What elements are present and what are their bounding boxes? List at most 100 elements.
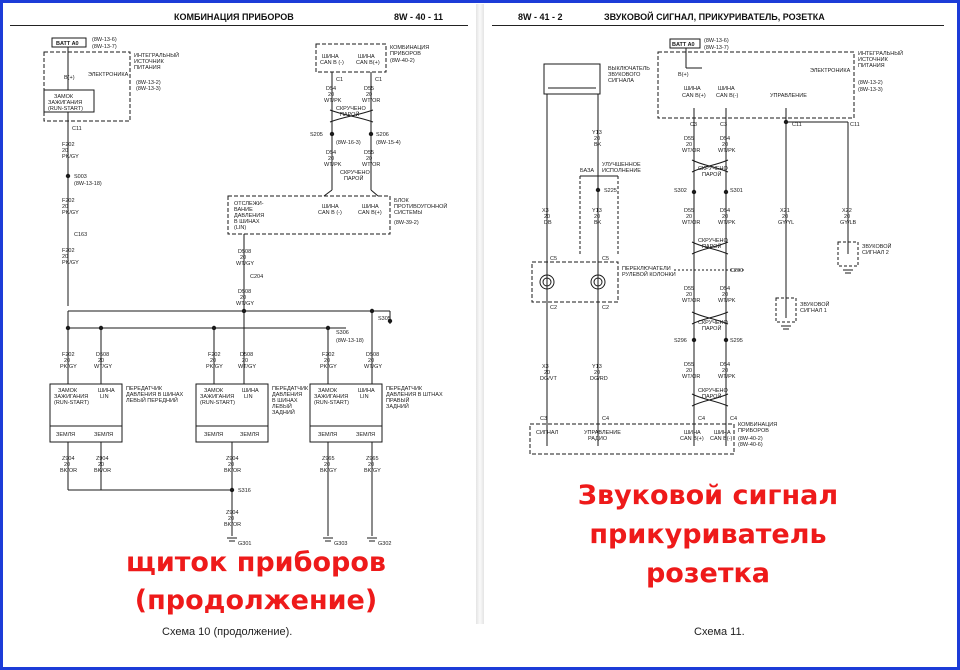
r-c11-a: C11 [792,122,802,128]
tracking-3: ДАВЛЕНИЯ [234,213,264,219]
g302-label: G302 [378,541,391,547]
horn1-1: ЗВУКОВОЙ [800,300,829,308]
r-twist-c-1: СКРУЧЕНО [698,320,729,326]
right-overlay-title-3: розетка [645,558,771,589]
horn-switch-2: ЗВУКОВОГО [608,72,641,78]
r-y13c-1: Y13 [592,364,602,370]
r-c3-b: C3 [720,122,727,128]
r-bus-plus-2: CAN B(+) [680,436,704,442]
horn-switch-1: ВЫКЛЮЧАТЕЛЬ [608,66,650,72]
f202-b-1: F202 [62,198,75,204]
z904-b-1: Z904 [96,456,109,462]
sensor-rl-1: ПЕРЕДАТЧИК [272,386,309,392]
s205-ref: (8W-16-3) [336,140,361,146]
r-s225: S225 [604,188,617,194]
r-y13-a-3: BK [594,142,602,148]
r-batt-ref-1: (8W-13-6) [704,38,729,44]
ign-switch-2: ЗАЖИГАНИЯ [48,100,82,106]
sfl-ign-2: ЗАЖИГАНИЯ [54,394,88,400]
r-improved-2: ИСПОЛНЕНИЕ [602,168,641,174]
r-signal: СИГНАЛ [536,430,559,436]
f202-f-2: 20 [324,358,330,364]
srr-ign-1: ЗАМОК [318,388,338,394]
s306-ref: (8W-13-18) [336,338,364,344]
f202-f-3: PK/GY [320,364,337,370]
left-schematic: BATT A0 (8W-13-6) (8W-13-7) ИНТЕГРАЛЬНЫЙ… [43,37,447,547]
r-d55-c-1: D55 [684,286,694,292]
can-minus-1: ШИНА [322,54,339,60]
tpm-title-1: БЛОК [394,198,409,204]
s206-ref: (8W-15-4) [376,140,401,146]
c11-label: C11 [72,126,82,132]
horn1-2: СИГНАЛ 1 [800,308,827,314]
r-d55-d-3: WT/OR [682,374,700,380]
d55-a-2: 20 [366,92,372,98]
right-page: 8W - 41 - 2 ЗВУКОВОЙ СИГНАЛ, ПРИКУРИВАТЕ… [488,6,948,618]
tracking-1: ОТСЛЕЖИ- [234,201,264,207]
r-s301: S301 [730,188,743,194]
d54-a-1: D54 [326,86,336,92]
ipm-ref-2: (8W-13-3) [136,86,161,92]
r-ipm-ref-2: (8W-13-3) [858,87,883,93]
s305-label: S305 [378,316,391,322]
twisted-b-1: СКРУЧЕНО [340,170,371,176]
z965-a-1: Z965 [322,456,335,462]
d508-e-2: 20 [368,358,374,364]
r-d54-b-3: WT/PK [718,220,736,226]
r-control: УПРАВЛЕНИЕ [770,93,807,99]
d54-a-2: 20 [328,92,334,98]
f202-c-1: F202 [62,248,75,254]
d508-c-2: 20 [98,358,104,364]
r-bus-plus-1: ШИНА [684,430,701,436]
d508-e-1: D508 [366,352,379,358]
can-minus-2: CAN B (-) [320,60,344,66]
right-overlay-title-1: Звуковой сигнал [577,480,839,511]
r-y13-a-2: 20 [594,136,600,142]
ign-switch-1: ЗАМОК [54,94,74,100]
f202-e-1: F202 [208,352,221,358]
cluster-title-2: ПРИБОРОВ [390,51,421,57]
z904-a-3: BK/OR [60,468,77,474]
r-x3b-2: 20 [544,370,550,376]
srl-ign-1: ЗАМОК [204,388,224,394]
d55-b-3: WT/OR [362,162,380,168]
sfl-ign-1: ЗАМОК [58,388,78,394]
r-twist-b-2: ПАРОЙ [702,242,721,250]
d508-d-1: D508 [240,352,253,358]
z904-c-2: 20 [228,462,234,468]
srr-ground-2: ЗЕМЛЯ [356,432,375,438]
tpm-can-minus-2: CAN B (-) [318,210,342,216]
r-d55-c-3: WT/OR [682,298,700,304]
ipm-title-2: ИСТОЧНИК [134,59,165,65]
g303-label: G303 [334,541,347,547]
f202-c-3: PK/GY [62,260,79,266]
d55-a-1: D55 [364,86,374,92]
r-d54-a-1: D54 [720,136,730,142]
sensor-rl-2: ДАВЛЕНИЯ [272,392,302,398]
z904-c-1: Z904 [226,456,239,462]
r-y13-a-1: Y13 [592,130,602,136]
r-y13-b-1: Y13 [592,208,602,214]
z904-c-3: BK/OR [224,468,241,474]
z904-b-2: 20 [98,462,104,468]
sfl-ground-1: ЗЕМЛЯ [56,432,75,438]
sensor-rl-5: ЗАДНИЙ [272,408,295,416]
r-d54-d-2: 20 [722,368,728,374]
sfl-lin-2: LIN [100,394,109,400]
d54-b-1: D54 [326,150,336,156]
tracking-5: (LIN) [234,225,246,231]
s206-label: S206 [376,132,389,138]
ign-switch-3: (RUN-START) [48,106,83,112]
ipm-ref-1: (8W-13-2) [136,80,161,86]
d508-d-2: 20 [242,358,248,364]
left-header-title: КОМБИНАЦИЯ ПРИБОРОВ [174,12,294,22]
d54-b-2: 20 [328,156,334,162]
d55-a-3: WT/OR [362,98,380,104]
f202-a-1: F202 [62,142,75,148]
right-header-code: 8W - 41 - 2 [518,12,563,22]
horn2-1: ЗВУКОВОЙ [862,242,891,250]
z904-b-3: BK/OR [94,468,111,474]
r-x21-1: X21 [780,208,790,214]
d508-d-3: WT/GY [238,364,256,370]
r-x3b-3: DG/VT [540,376,557,382]
